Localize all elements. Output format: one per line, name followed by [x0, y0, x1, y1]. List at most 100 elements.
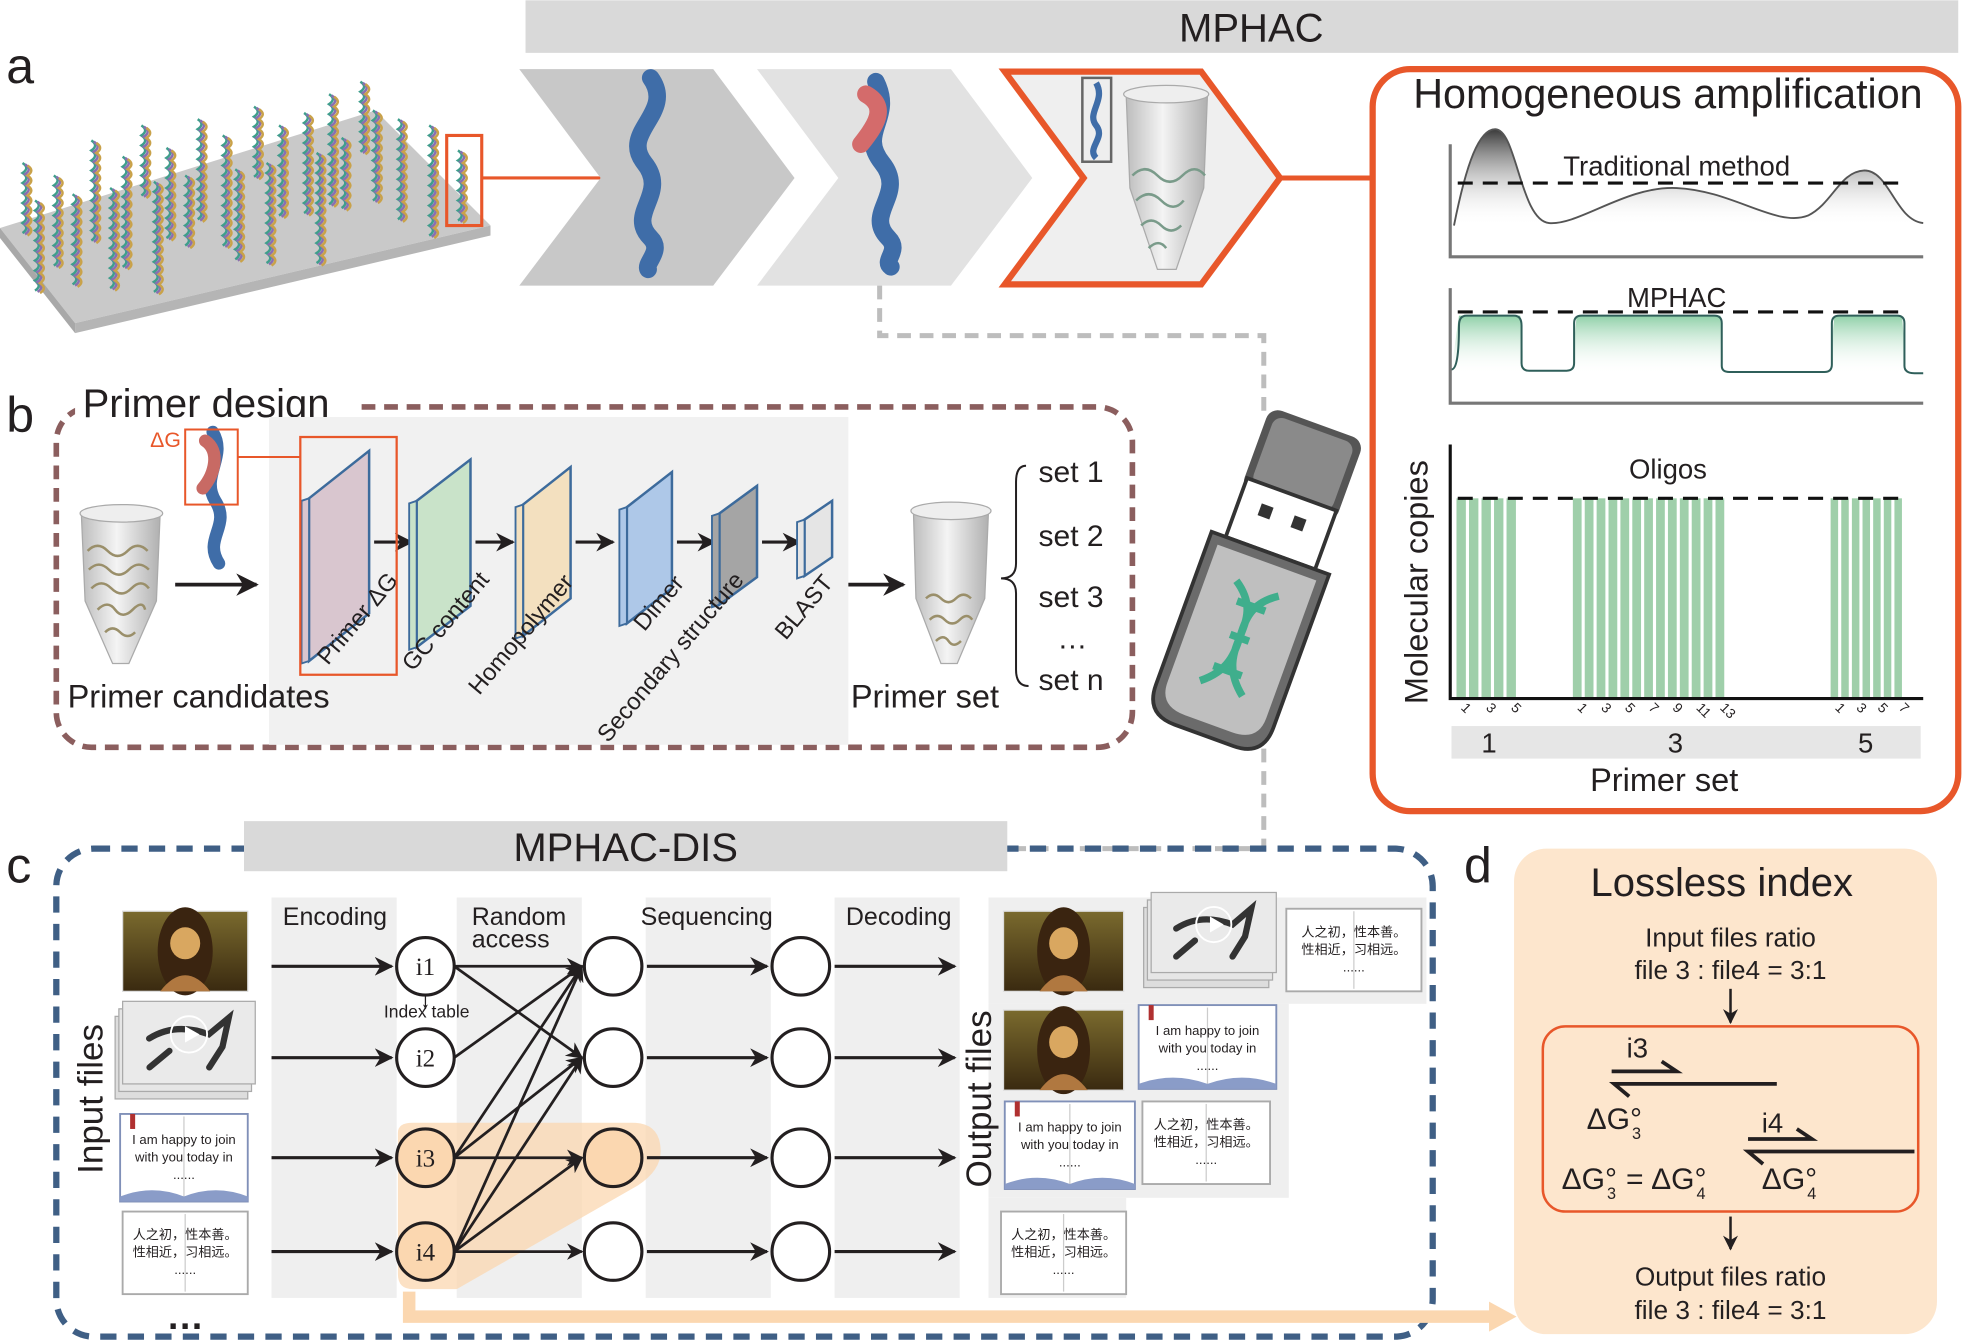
video-file-image [114, 1000, 256, 1100]
oligo-strand [72, 194, 81, 287]
oligo-bar [1456, 498, 1466, 699]
random-access-link [452, 964, 584, 1253]
panel-label-a: a [6, 38, 34, 94]
oligo-strand [276, 124, 285, 217]
stage-decoding: Decoding [846, 903, 952, 931]
oligo-strand [35, 200, 43, 293]
dg4-label: ΔG°4 [1762, 1163, 1817, 1203]
oligo-strand [375, 111, 383, 205]
decoding-column [834, 897, 960, 1298]
random-access-link [453, 1056, 583, 1253]
mphac-plot-label: MPHAC [1627, 282, 1726, 313]
oligo-strand [460, 151, 468, 225]
pcr-tube-icon [1081, 76, 1210, 270]
oligo-strand [269, 164, 277, 267]
oligo-bar [1572, 498, 1582, 699]
book-text-line: with you today in [134, 1150, 233, 1165]
text-file-chinese: 人之初，性本善。性相近，习相远。...... [1285, 907, 1423, 993]
book-text-line: ...... [1195, 1152, 1217, 1167]
mphac-dis-title: MPHAC-DIS [513, 826, 738, 870]
oligo-strand [166, 148, 174, 241]
index-node [395, 1127, 456, 1189]
input-ratio-title: Input files ratio [1645, 922, 1816, 952]
oligo-bar [1608, 498, 1618, 699]
oligo-pool-node [582, 1127, 644, 1189]
index-node-label: i2 [416, 1045, 435, 1072]
oligo-bar [1468, 498, 1479, 699]
oligo-bar [1584, 498, 1594, 699]
index-node [395, 1221, 456, 1282]
oligo-strand [94, 141, 102, 245]
primer-molecule-icon: ΔG [150, 425, 301, 570]
oligo-strand [51, 174, 59, 267]
primer-candidates-label: Primer candidates [68, 678, 330, 714]
book-text-line: 性相近，习相远。 [1154, 1134, 1259, 1149]
mphac-dis-banner [243, 821, 1008, 872]
sequenced-node [770, 935, 832, 997]
set-item-ellipsis: … [1057, 622, 1087, 655]
oligo-bar [1894, 498, 1902, 699]
oligo-strand [125, 158, 133, 271]
mphac-banner-title: MPHAC [1179, 7, 1324, 51]
book-text-line: I am happy to join [1018, 1119, 1122, 1134]
homogeneous-title: Homogeneous amplification [1413, 71, 1922, 117]
oligo-strand [237, 170, 246, 263]
random-access-link [453, 964, 583, 1159]
oligo-strand [225, 136, 233, 250]
panel-label-d: d [1464, 837, 1492, 893]
book-text-line: ...... [1197, 1058, 1219, 1073]
sequenced-node [770, 1027, 832, 1088]
text-file-chinese: 人之初，性本善。性相近，习相远。...... [121, 1210, 249, 1296]
oligo-bar [1862, 498, 1871, 699]
sequencing-column [645, 897, 771, 1298]
dna-usb-drive-icon [1151, 410, 1361, 751]
book-text-line: ...... [174, 1262, 196, 1277]
play-icon [1195, 905, 1233, 944]
section-b: b Primer design ΔG Primer candidates Pri… [6, 375, 1136, 751]
oligo-strand [344, 139, 352, 212]
mona-lisa-image [121, 907, 249, 996]
section-d: d Lossless index Input files ratio file … [1464, 837, 1937, 1335]
book-text-line: I am happy to join [1156, 1023, 1260, 1038]
homogeneous-amplification-panel: Homogeneous amplification Traditional me… [1369, 66, 1962, 815]
dna-primer-bound-icon [852, 72, 902, 276]
oligo-strand [25, 164, 33, 237]
oligo-strand [306, 114, 315, 217]
oligo-strand [235, 169, 243, 262]
oligo-strand [37, 201, 46, 295]
input-files-label: Input files [72, 1024, 111, 1174]
bookmark-icon [1148, 1005, 1154, 1021]
primer-set-1: 1 [1481, 727, 1496, 758]
oligo-bar [1883, 498, 1892, 699]
primer-set-label: Primer set [851, 678, 999, 714]
oligo-strand [164, 146, 172, 240]
i4-label: i4 [1762, 1108, 1783, 1139]
traditional-method-plot: Traditional method [1448, 128, 1924, 259]
oligo-strand [75, 195, 83, 288]
book-text-line: ...... [1053, 1262, 1075, 1277]
oligo-bar [1851, 498, 1860, 699]
set-item-1: set 1 [1039, 456, 1104, 489]
set-item-n: set n [1039, 664, 1104, 697]
panel-label-c: c [6, 837, 31, 893]
oligo-bar [1644, 498, 1653, 699]
book-text-line: I am happy to join [132, 1132, 236, 1147]
book-text-line: 性相近，习相远。 [1301, 942, 1406, 957]
oligo-bar [1830, 498, 1839, 699]
oligo-bar [1632, 498, 1642, 699]
mona-lisa-image [1002, 907, 1125, 996]
oligo-pool-node [582, 935, 644, 997]
index-binding-box [1541, 1025, 1920, 1213]
stage-random: Random [472, 903, 567, 931]
play-icon [169, 1015, 209, 1054]
oligo-strand [70, 193, 78, 286]
text-file-chinese: 人之初，性本善。性相近，习相远。...... [1141, 1100, 1271, 1185]
random-access-link [453, 965, 584, 1059]
video-file-image [1143, 891, 1277, 989]
oligo-strand [373, 110, 381, 203]
book-text-line: ...... [1059, 1155, 1081, 1170]
